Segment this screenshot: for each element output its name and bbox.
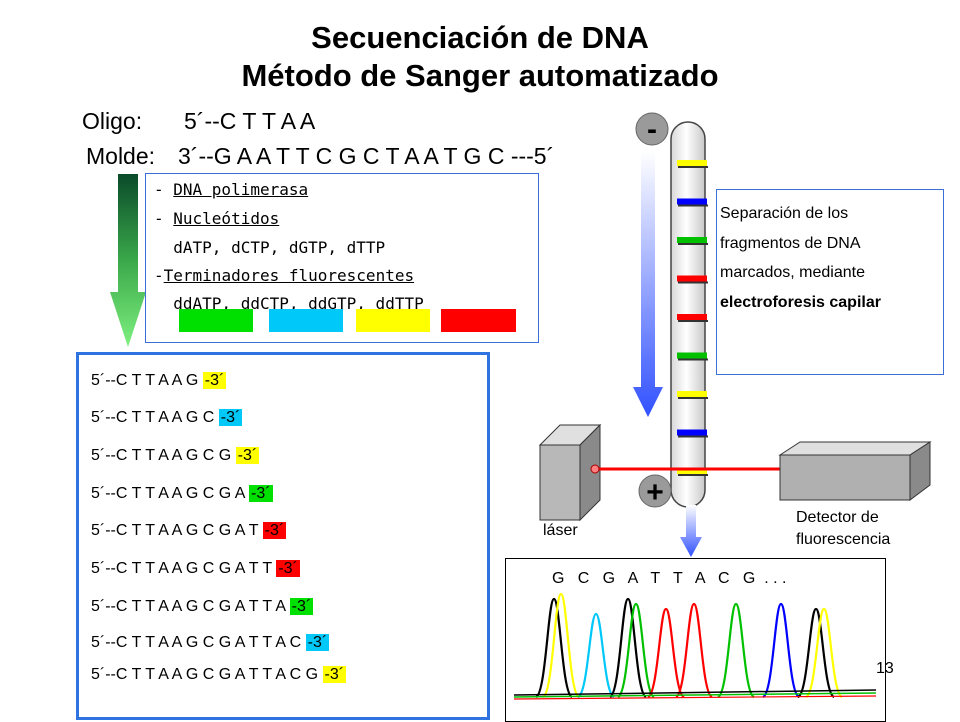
negative-electrode [635,112,669,146]
info-line-3: marcados, mediante [720,264,865,281]
info-line-1: Separación de los [720,205,849,222]
product-5: 5´--C T T A A G C G A T -3´ [91,522,287,539]
product-7-end: -3´ [289,598,314,615]
swatch-yellow [356,309,430,332]
product-9: 5´--C T T A A G C G A T T A C G -3´ [91,666,347,683]
template-sequence: 3´--G A A T T C G C T A A T G C ---5´ [178,143,555,169]
product-3-end: -3´ [235,447,260,464]
product-2: 5´--C T T A A G C -3´ [91,409,243,426]
migration-arrow [633,152,663,417]
product-6: 5´--C T T A A G C G A T T -3´ [91,560,300,577]
capillary-band [677,429,707,436]
info-line-4: electroforesis capilar [720,294,881,311]
title-line-1: Secuenciación de DNA [311,20,649,55]
product-3: 5´--C T T A A G C G -3´ [91,447,260,464]
reagent-polymerase: - DNA polimerasa [154,180,309,199]
trace-peak [609,597,647,699]
detector-label-line-1: Detector de [796,509,879,526]
trace-peak [762,602,800,699]
capillary-band [677,160,707,166]
products-box: 5´--C T T A A G -3´ 5´--C T T A A G C -3… [76,352,490,720]
capillary-band [677,237,707,243]
laser-label: láser [543,522,578,539]
laser-device [538,423,602,522]
trace-peak [542,592,580,699]
reagent-terminators: -Terminadores fluorescentes [154,266,415,285]
product-1-end: -3´ [202,372,227,389]
product-1: 5´--C T T A A G -3´ [91,372,227,389]
trace-peak [535,597,573,699]
product-8-end: -3´ [305,634,330,651]
detector-device [778,441,932,501]
capillary-band [677,198,707,205]
capillary-band [677,314,707,320]
product-9-end: -3´ [322,666,347,683]
trace-peak [675,602,713,699]
base-calls: G C G A T T A C G . . . [552,570,787,587]
trace-peak [805,607,843,699]
product-8: 5´--C T T A A G C G A T T A C -3´ [91,634,330,651]
capillary-band [677,352,707,359]
trace-peak [797,607,835,699]
product-7: 5´--C T T A A G C G A T T A -3´ [91,598,314,615]
product-4-end: -3´ [249,485,273,502]
negative-sign: - [647,113,657,146]
title-line-2: Método de Sanger automatizado [241,58,719,93]
trace-peak [647,607,685,699]
capillary-band [677,468,707,474]
trace-peak [717,602,755,699]
detector-arrow [680,505,702,557]
positive-electrode [638,474,672,508]
swatch-red [441,309,516,332]
oligo-sequence: 5´--C T T A A [184,108,316,134]
trace-peak [617,602,655,699]
product-6-end: -3´ [276,560,300,577]
swatch-green [179,309,253,332]
product-2-end: -3´ [218,409,243,426]
chromatogram-trace [513,592,877,700]
capillary-diagram: - + [633,112,708,509]
info-box: Separación de los fragmentos de DNA marc… [716,189,944,375]
swatch-cyan [269,309,343,332]
positive-sign: + [646,476,664,509]
capillary-band [677,275,707,282]
page-number: 13 [876,660,894,677]
template-label: Molde: [86,143,156,169]
capillary-band [677,391,707,397]
reagent-ddntps: ddATP, ddCTP, ddGTP, ddTTP [173,294,424,313]
oligo-label: Oligo: [82,108,143,134]
laser-detector-diagram [538,423,932,522]
reaction-arrow [110,174,146,347]
chromatogram-box: G C G A T T A C G . . . [505,558,886,722]
trace-peak [577,612,615,699]
detector-label-line-2: fluorescencia [796,531,891,548]
detector-label: Detector de fluorescencia [796,507,890,551]
info-line-2: fragmentos de DNA [720,235,861,252]
product-4: 5´--C T T A A G C G A -3´ [91,485,273,502]
product-5-end: -3´ [262,522,287,539]
reagents-box: - DNA polimerasa - Nucleótidos dATP, dCT… [145,173,539,343]
reagent-dntps: dATP, dCTP, dGTP, dTTP [173,238,386,257]
reagent-nucleotides: - Nucleótidos [154,209,280,228]
capillary-bands [677,160,708,476]
